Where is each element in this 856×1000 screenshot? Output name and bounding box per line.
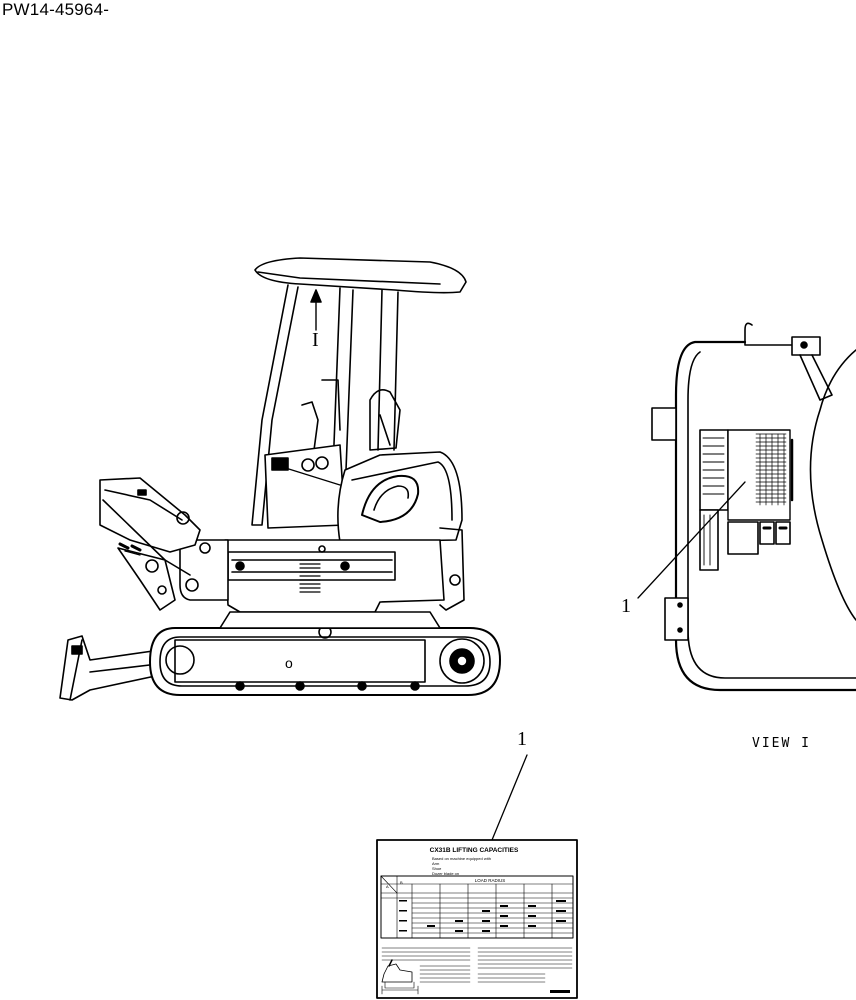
- decal-note-1: Based on machine equipped with: [432, 856, 491, 861]
- decal-col-b: B: [400, 880, 403, 885]
- decal-title: CX31B LIFTING CAPACITIES: [430, 847, 519, 854]
- decal-note-3: Shoe: [432, 866, 442, 871]
- view-marker-label: I: [312, 329, 319, 351]
- deck-grille: [299, 559, 321, 593]
- decal-leader-line: [491, 754, 528, 841]
- document-id: PW14-45964-: [2, 0, 110, 19]
- view-i-detail: 1: [621, 322, 856, 692]
- svg-text:o: o: [285, 655, 293, 671]
- excavator-illustration: I: [59, 257, 501, 701]
- decal-table-grid: [380, 875, 574, 939]
- decal-note-2: Arm: [432, 861, 440, 866]
- callout-1-view: 1: [621, 595, 631, 617]
- view-decal-lines: [755, 433, 787, 506]
- callout-1-decal: 1: [517, 728, 527, 750]
- track-rollers: [235, 681, 420, 691]
- decal-load-radius: LOAD RADIUS: [475, 878, 506, 883]
- view-caption: VIEW I: [752, 736, 811, 751]
- decal-excavator-pictogram: [381, 959, 419, 995]
- decal-note-4: Dozer blade on: [432, 871, 459, 876]
- decal-text-blocks: [381, 947, 573, 983]
- lifting-capacity-decal: CX31B LIFTING CAPACITIES Based on machin…: [376, 839, 578, 999]
- decal-table-values: [399, 900, 566, 932]
- decal-col-a: A: [386, 884, 389, 889]
